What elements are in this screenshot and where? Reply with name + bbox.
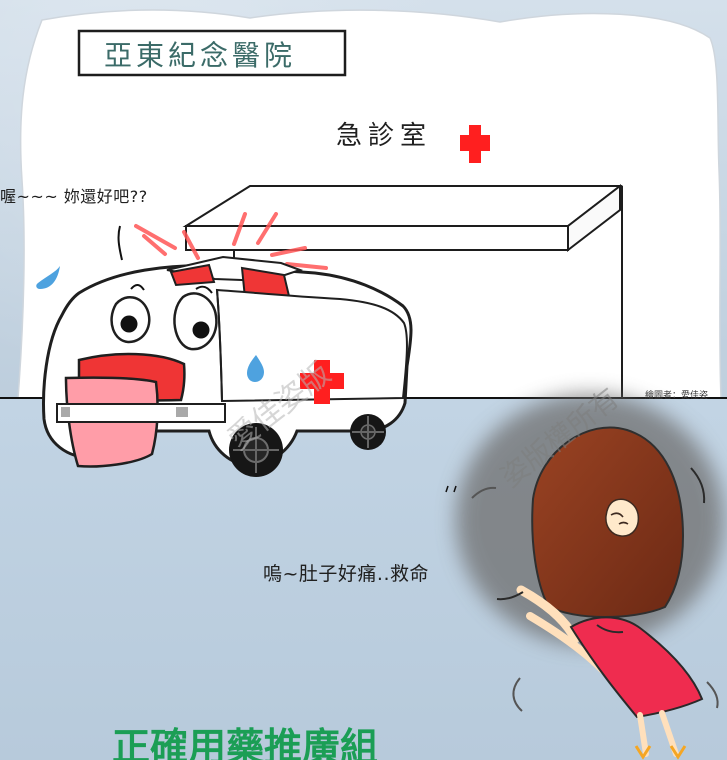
sweat-drop-ambulance	[247, 355, 264, 382]
er-canopy-side	[567, 183, 621, 253]
ambulance	[42, 255, 413, 477]
girl-legs	[637, 710, 679, 757]
artist-credit: 繪圖者：愛佳姿	[645, 391, 709, 401]
ambulance-pupil-right	[192, 321, 210, 339]
ambulance-speech: 喔~~~ 妳還好吧??	[0, 187, 148, 206]
ambulance-pupil-left	[120, 315, 138, 333]
hospital-sign-box	[77, 29, 347, 77]
er-canopy-front	[185, 225, 569, 251]
sweat-drop-left	[36, 266, 60, 289]
girl-speech: 嗚~肚子好痛..救命	[263, 563, 429, 585]
girl-dress	[569, 616, 704, 719]
ambulance-eye-right	[173, 292, 218, 351]
ambulance-red-cross-icon	[300, 360, 344, 404]
girl-face	[605, 498, 640, 537]
red-cross-icon	[460, 125, 490, 163]
siren-left	[169, 263, 216, 287]
girl-arm-left	[516, 585, 580, 644]
emergency-room-label: 急診室	[336, 121, 433, 151]
girl-character	[471, 426, 719, 760]
hospital-sign-text: 亞東紀念醫院	[104, 39, 297, 72]
ambulance-window-line	[216, 289, 223, 402]
ambulance-bumper	[56, 403, 226, 423]
er-canopy-top	[182, 185, 623, 227]
footer-title: 正確用藥推廣組	[112, 725, 379, 760]
